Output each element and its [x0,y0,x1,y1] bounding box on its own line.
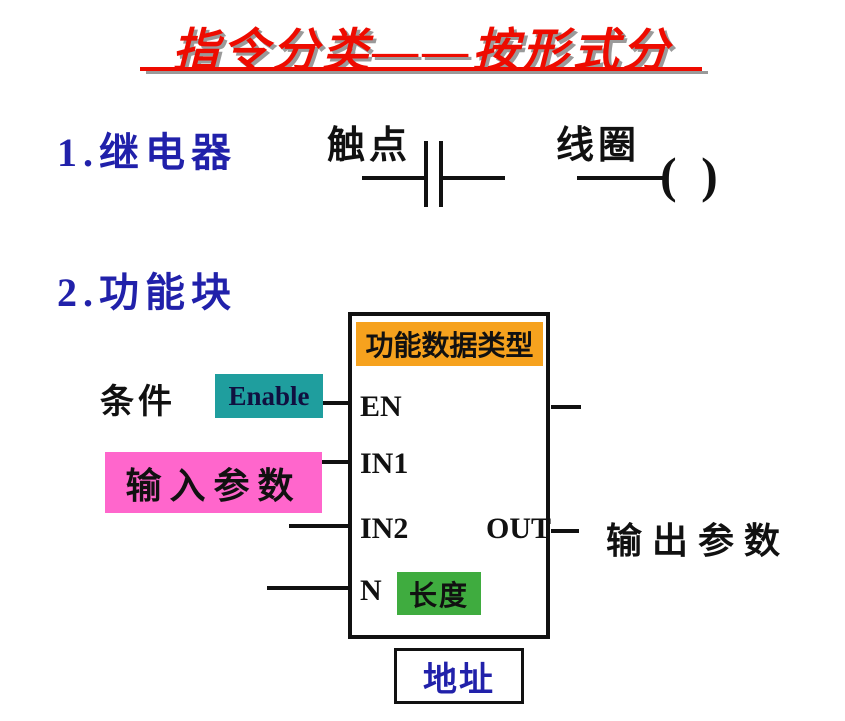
contact-wire-right [443,176,505,180]
pin-label-en: EN [360,390,402,423]
contact-bar-left [424,141,428,207]
pin-label-n: N [360,574,382,607]
contact-wire-left [362,176,424,180]
title-underline-shadow [146,71,708,74]
title-underline [140,67,702,71]
coil-parens: ( ) [660,147,724,203]
pin-label-in1: IN1 [360,447,409,480]
address-box: 地址 [394,648,524,704]
output-params-label: 输出参数 [606,521,791,561]
enable-box: Enable [215,374,323,418]
pin-label-out: OUT [486,512,552,545]
n-wire [267,586,349,590]
contact-label: 触点 [327,125,412,167]
condition-label: 条件 [100,384,176,421]
coil-wire [577,176,663,180]
relay-heading: 1.继电器 [57,130,237,175]
block-header-box: 功能数据类型 [356,322,543,366]
length-box: 长度 [397,572,481,615]
input-params-label: 输入参数 [125,465,302,506]
input-params-box: 输入参数 [105,452,322,513]
address-label: 地址 [423,661,495,699]
in1-wire [322,460,349,464]
contact-bar-right [439,141,443,207]
function-block-heading: 2.功能块 [57,270,237,315]
block-header-label: 功能数据类型 [365,331,534,362]
out-wire [551,529,579,533]
enable-wire [323,401,349,405]
pin-label-in2: IN2 [360,512,409,545]
coil-label: 线圈 [556,125,641,167]
in2-wire [289,524,349,528]
enable-label: Enable [228,380,310,411]
en-out-wire [551,405,581,409]
length-label: 长度 [408,580,469,612]
